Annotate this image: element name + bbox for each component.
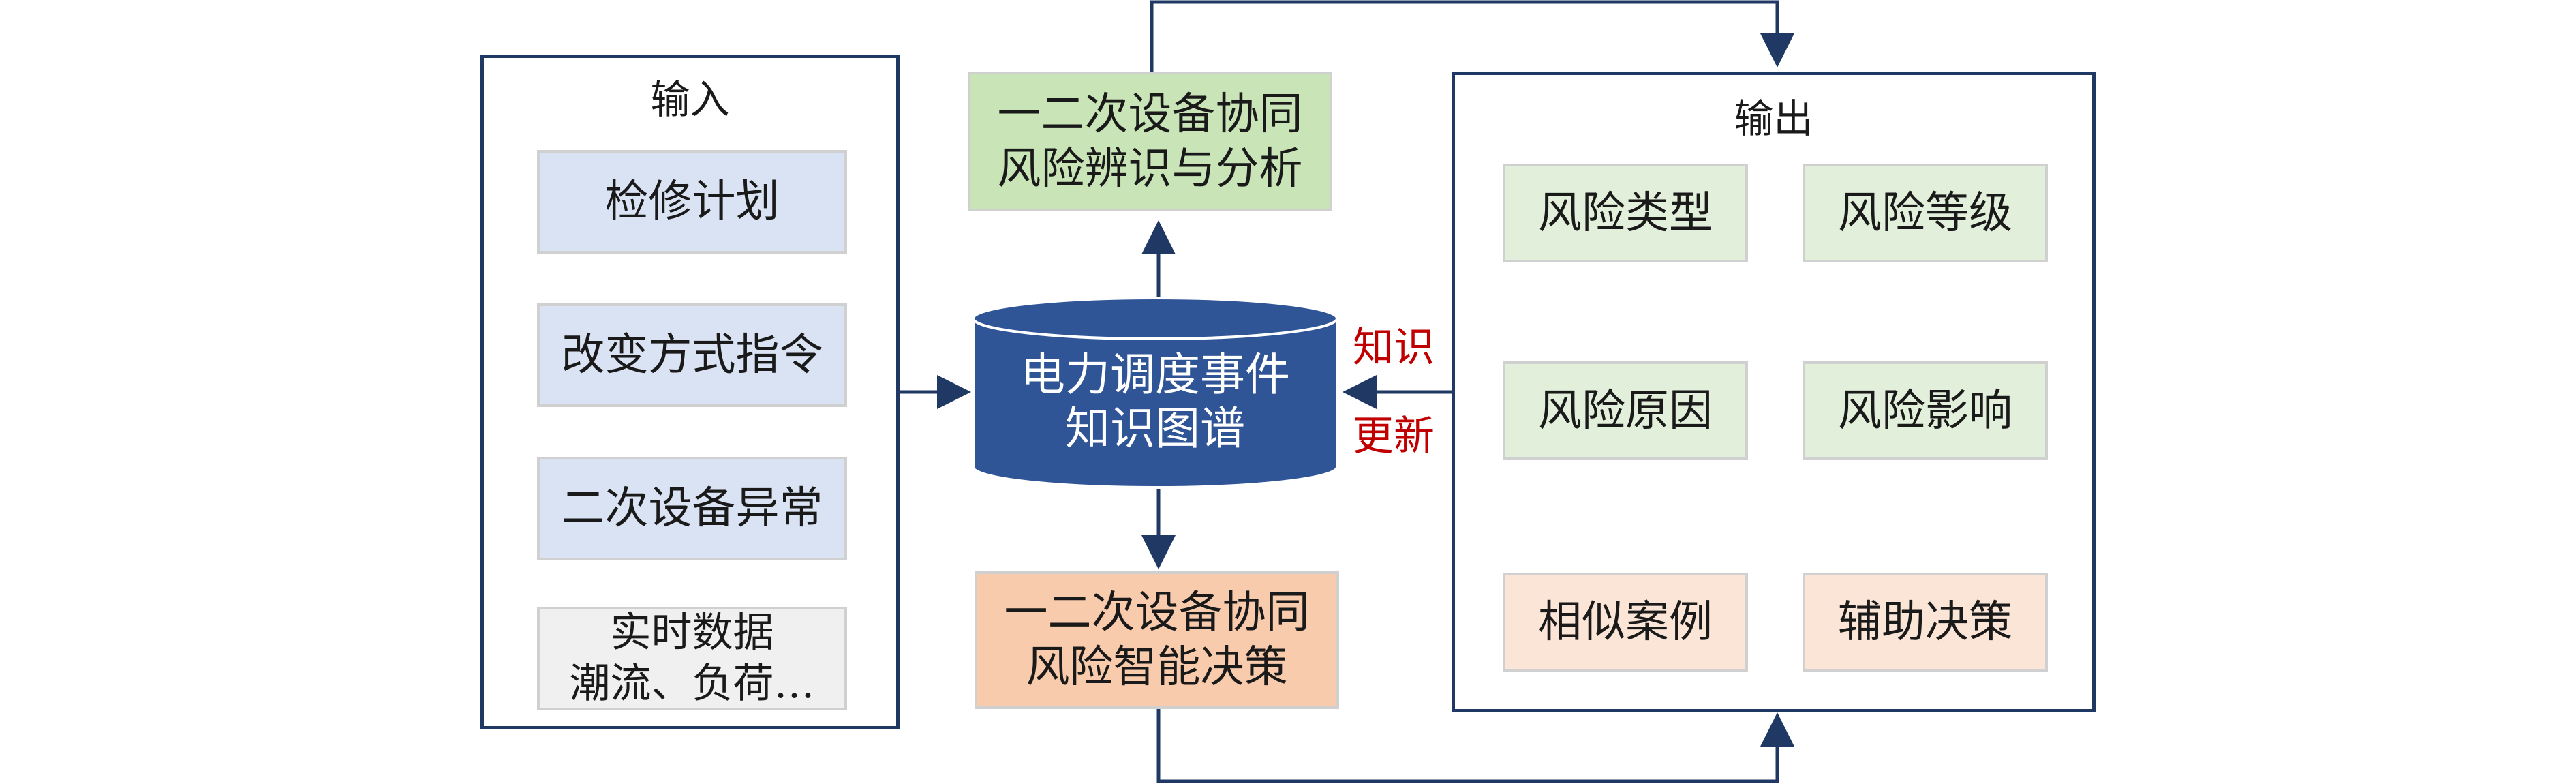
input-item-maintenance-plan: 检修计划 (537, 150, 847, 254)
risk-identification-box: 一二次设备协同 风险辨识与分析 (968, 72, 1332, 211)
output-item-risk-type: 风险类型 (1503, 164, 1748, 262)
input-panel: 输入 检修计划 改变方式指令 二次设备异常 实时数据 潮流、负荷… (480, 55, 900, 729)
knowledge-graph-database-icon (972, 297, 1338, 489)
output-item-risk-impact: 风险影响 (1803, 361, 2048, 460)
arrow-decision-to-output (1156, 709, 1794, 783)
knowledge-label: 知识 (1353, 324, 1435, 372)
output-item-decision-support: 辅助决策 (1803, 573, 2048, 672)
intelligent-decision-box: 一二次设备协同 风险智能决策 (975, 571, 1339, 709)
input-item-mode-change-command: 改变方式指令 (537, 303, 847, 407)
output-title: 输出 (1734, 95, 1813, 142)
update-label: 更新 (1353, 412, 1435, 460)
output-item-similar-cases: 相似案例 (1503, 573, 1748, 672)
output-panel: 输出 风险类型 风险等级 风险原因 风险影响 相似案例 辅助决策 (1452, 72, 2096, 712)
output-item-risk-cause: 风险原因 (1503, 361, 1748, 460)
arrow-analysis-to-output (1150, 0, 1794, 72)
output-item-risk-level: 风险等级 (1803, 164, 2048, 262)
input-title: 输入 (650, 76, 730, 123)
input-item-secondary-device-anomaly: 二次设备异常 (537, 457, 847, 560)
input-item-realtime-data: 实时数据 潮流、负荷… (537, 607, 847, 710)
knowledge-graph-label: 电力调度事件 知识图谱 (1020, 348, 1290, 455)
